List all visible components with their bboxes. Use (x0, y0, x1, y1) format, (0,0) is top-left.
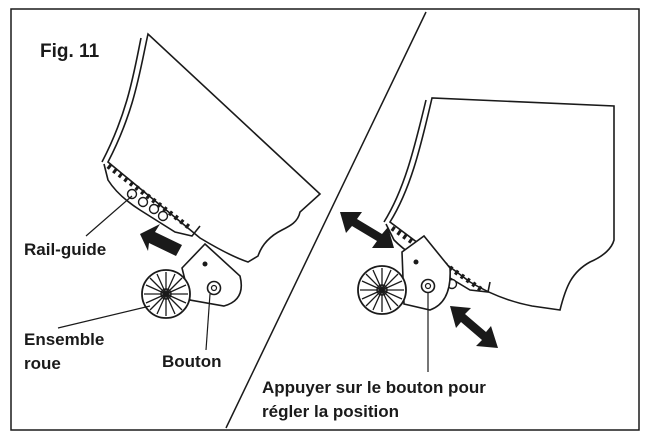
rail-strip-left (106, 164, 192, 230)
panel-divider (225, 11, 427, 429)
label-appuyer-line2: régler la position (262, 402, 399, 421)
wheel-assembly-right (357, 234, 451, 315)
appliance-edge-left (101, 37, 142, 163)
double-arrow-upper (340, 212, 394, 248)
wheel-bracket-right (401, 234, 451, 311)
appliance-base-left (103, 163, 201, 237)
label-ensemble: Ensemble (24, 330, 105, 349)
rail-roller-3 (148, 203, 160, 215)
figure-frame (10, 8, 640, 431)
appliance-body-right (388, 97, 615, 311)
rail-roller-2 (137, 196, 149, 208)
push-arrow-left (140, 224, 182, 256)
label-roue: roue (24, 354, 61, 373)
label-bouton: Bouton (162, 352, 222, 371)
right-panel-appliance (383, 97, 615, 311)
rail-roller-4 (157, 210, 169, 222)
rail-roller-1 (126, 188, 138, 200)
left-panel-appliance (101, 32, 322, 263)
bouton-leader (205, 293, 211, 351)
wheel-spokes-right (360, 268, 404, 312)
bracket-dot-right (413, 259, 419, 265)
wheel-assembly-left (141, 242, 243, 319)
appliance-edge-right (383, 99, 427, 223)
wheel-spokes-left (144, 272, 188, 316)
bracket-dot-left (202, 261, 208, 267)
wheel-bracket-left (181, 242, 243, 307)
label-appuyer-line1: Appuyer sur le bouton pour (262, 378, 486, 397)
label-rail-guide: Rail-guide (24, 240, 107, 259)
adjust-button-inner-right (424, 282, 432, 290)
ensemble-leader (57, 305, 151, 329)
figure-title: Fig. 11 (40, 41, 100, 62)
rail-guide-leader (85, 195, 133, 237)
adjust-button-inner-left (210, 284, 218, 292)
double-arrow-lower (450, 306, 498, 348)
rail-strip-right (390, 225, 484, 293)
appliance-body-left (106, 32, 322, 263)
